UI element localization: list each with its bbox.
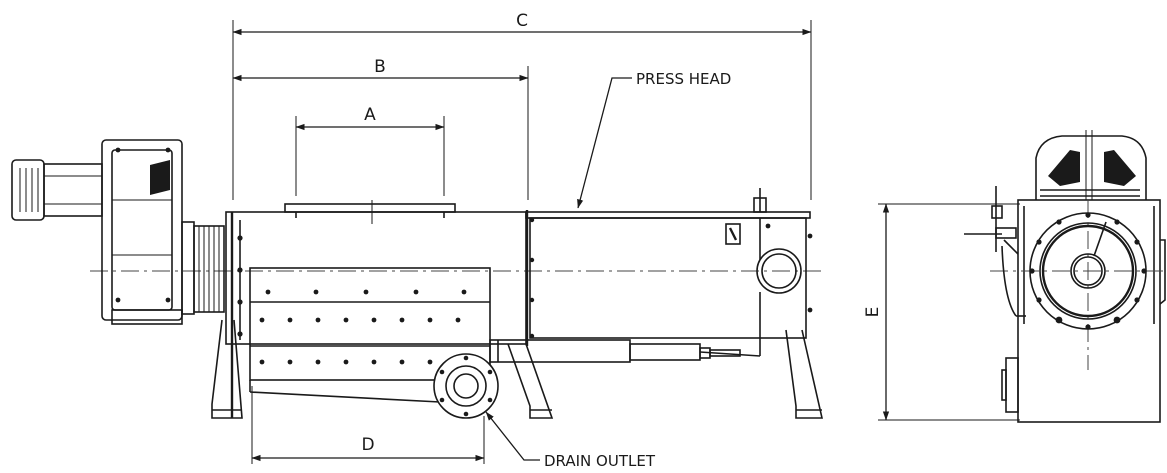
side-view: C B A D PRESS HEAD DRAIN OUTLET [11, 11, 825, 470]
press-head-label: PRESS HEAD [636, 70, 731, 88]
press-head [525, 188, 813, 357]
support-legs [211, 319, 824, 419]
dimension-e-label: E [863, 307, 883, 318]
drain-outlet-flange [433, 353, 499, 419]
gearbox [101, 139, 183, 325]
dimension-c-label: C [516, 11, 528, 31]
end-view-housing [990, 199, 1167, 423]
drain-pipe [489, 339, 741, 363]
dimension-b-label: B [374, 57, 386, 77]
press-head-leader [577, 77, 632, 209]
drive-motor [11, 159, 103, 221]
end-view-gearmotor [1035, 130, 1147, 200]
dimension-d-label: D [361, 435, 374, 455]
screen-section [249, 267, 491, 403]
end-view-flange [1029, 212, 1147, 330]
coupling-housing [181, 221, 225, 315]
dimension-a-label: A [364, 105, 376, 125]
drain-outlet-leader [485, 411, 540, 461]
end-view: E [863, 130, 1167, 423]
drain-outlet-label: DRAIN OUTLET [544, 452, 656, 470]
inlet-flange [284, 200, 456, 224]
end-view-fittings [964, 186, 1166, 413]
